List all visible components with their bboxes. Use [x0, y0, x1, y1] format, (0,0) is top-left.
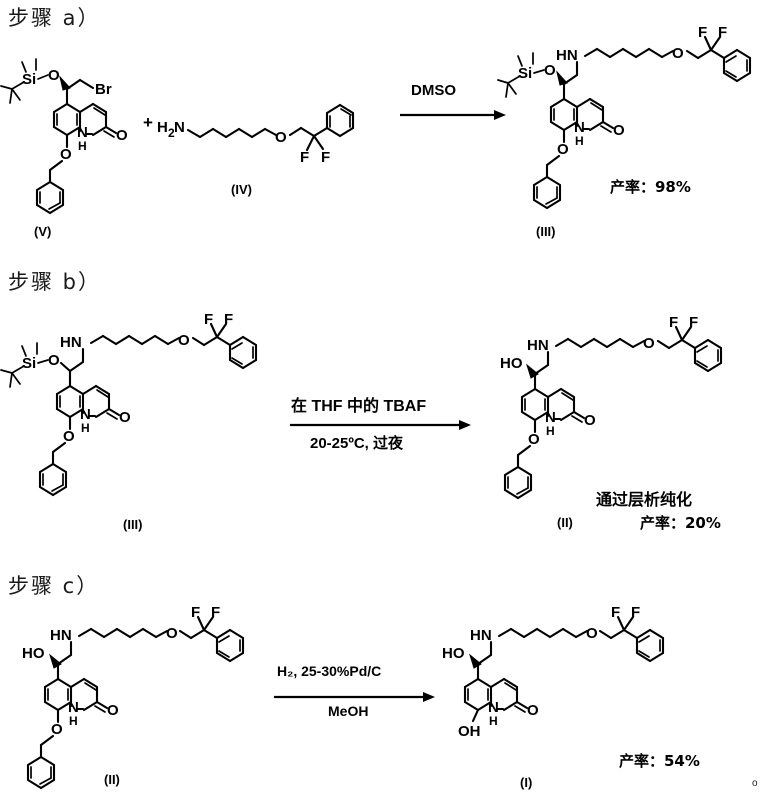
- svg-text:HO: HO: [22, 645, 45, 662]
- svg-text:N: N: [174, 119, 185, 136]
- step-b-header: 步骤 b）: [8, 270, 102, 294]
- svg-text:N: N: [488, 699, 499, 716]
- compound-label-IV: (IV): [231, 182, 252, 197]
- svg-text:F: F: [669, 314, 678, 331]
- svg-text:HO: HO: [442, 645, 465, 662]
- svg-text:HO: HO: [500, 355, 523, 372]
- svg-text:HN: HN: [60, 334, 82, 351]
- svg-text:F: F: [300, 149, 309, 166]
- svg-text:O: O: [672, 45, 684, 62]
- svg-text:Br: Br: [95, 81, 112, 98]
- svg-text:OH: OH: [458, 723, 481, 740]
- svg-text:O: O: [643, 335, 655, 352]
- svg-text:O: O: [527, 702, 539, 719]
- svg-text:H: H: [78, 139, 87, 153]
- yield-step-b: 产率：20%: [640, 514, 721, 532]
- step-c-header: 步骤 c）: [8, 574, 100, 598]
- structure-compound-II-reactant-c: HO HN O F F: [22, 604, 245, 790]
- step-a-header: 步骤 a）: [8, 6, 101, 30]
- condition-below-step-b: 20-25ºC, 过夜: [310, 435, 404, 452]
- svg-text:O: O: [275, 129, 287, 146]
- compound-label-I: (I): [520, 775, 533, 790]
- purification-note-step-b: 通过层析纯化: [596, 490, 693, 509]
- svg-text:F: F: [224, 311, 233, 328]
- plus-sign-step-a: +: [143, 113, 153, 132]
- svg-text:O: O: [51, 721, 63, 738]
- svg-text:O: O: [63, 428, 75, 445]
- svg-text:HN: HN: [527, 337, 549, 354]
- svg-text:O: O: [166, 625, 178, 642]
- svg-text:Si: Si: [518, 65, 532, 82]
- svg-text:O: O: [586, 625, 598, 642]
- svg-text:F: F: [689, 314, 698, 331]
- svg-text:H: H: [81, 421, 90, 435]
- reaction-arrow-step-a: [400, 110, 506, 120]
- svg-text:HN: HN: [50, 627, 72, 644]
- reaction-arrow-step-b: [290, 420, 471, 430]
- svg-text:Si: Si: [22, 355, 36, 372]
- svg-text:H: H: [546, 424, 555, 438]
- structure-compound-V: Si O Br N H O: [0, 58, 128, 215]
- condition-below-step-c: MeOH: [328, 703, 369, 719]
- svg-text:O: O: [528, 431, 540, 448]
- condition-above-step-a: DMSO: [411, 82, 456, 99]
- structure-compound-III-product-a: Si O HN O F F: [497, 24, 752, 210]
- svg-text:HN: HN: [470, 627, 492, 644]
- structure-compound-III-reactant-b: Si O HN O F F: [0, 311, 258, 497]
- svg-text:N: N: [68, 699, 79, 716]
- svg-text:O: O: [119, 409, 131, 426]
- svg-text:H: H: [489, 714, 498, 728]
- svg-text:N: N: [77, 124, 88, 141]
- svg-text:O: O: [584, 412, 596, 429]
- svg-text:F: F: [631, 604, 640, 621]
- svg-text:O: O: [48, 352, 60, 369]
- svg-text:F: F: [191, 604, 200, 621]
- svg-text:F: F: [204, 311, 213, 328]
- svg-text:O: O: [178, 332, 190, 349]
- structure-compound-I-product-c: HO HN O F F: [442, 604, 665, 740]
- svg-text:O: O: [60, 146, 72, 163]
- compound-label-II-b: (II): [557, 515, 573, 530]
- yield-step-c: 产率：54%: [619, 752, 700, 770]
- svg-text:N: N: [80, 406, 91, 423]
- svg-text:F: F: [321, 149, 330, 166]
- svg-text:O: O: [557, 141, 569, 158]
- corner-mark: o: [752, 778, 758, 789]
- svg-text:F: F: [611, 604, 620, 621]
- svg-text:Si: Si: [22, 71, 36, 88]
- svg-text:H: H: [69, 714, 78, 728]
- compound-label-III-b: (III): [123, 517, 143, 532]
- structure-compound-II-product-b: HO HN O F F: [500, 314, 723, 500]
- svg-text:O: O: [544, 62, 556, 79]
- compound-label-V: (V): [34, 224, 52, 239]
- svg-text:O: O: [107, 702, 119, 719]
- svg-text:2: 2: [168, 126, 175, 140]
- svg-text:N: N: [574, 119, 585, 136]
- compound-label-III-a: (III): [536, 224, 556, 239]
- svg-text:O: O: [613, 122, 625, 139]
- compound-label-II-c: (II): [104, 772, 120, 787]
- svg-text:H: H: [157, 119, 168, 136]
- condition-above-step-c: H₂, 25-30%Pd/C: [277, 663, 382, 679]
- svg-text:H: H: [575, 134, 584, 148]
- svg-text:O: O: [48, 67, 60, 84]
- structure-compound-IV: H 2 N O F F: [157, 103, 355, 166]
- condition-above-step-b: 在 THF 中的 TBAF: [291, 398, 427, 415]
- yield-step-a: 产率：98%: [610, 178, 691, 196]
- svg-text:F: F: [698, 24, 707, 41]
- svg-text:F: F: [718, 24, 727, 41]
- reaction-arrow-step-c: [274, 692, 435, 702]
- svg-text:HN: HN: [556, 47, 578, 64]
- svg-text:O: O: [116, 127, 128, 144]
- svg-text:F: F: [211, 604, 220, 621]
- svg-text:N: N: [545, 409, 556, 426]
